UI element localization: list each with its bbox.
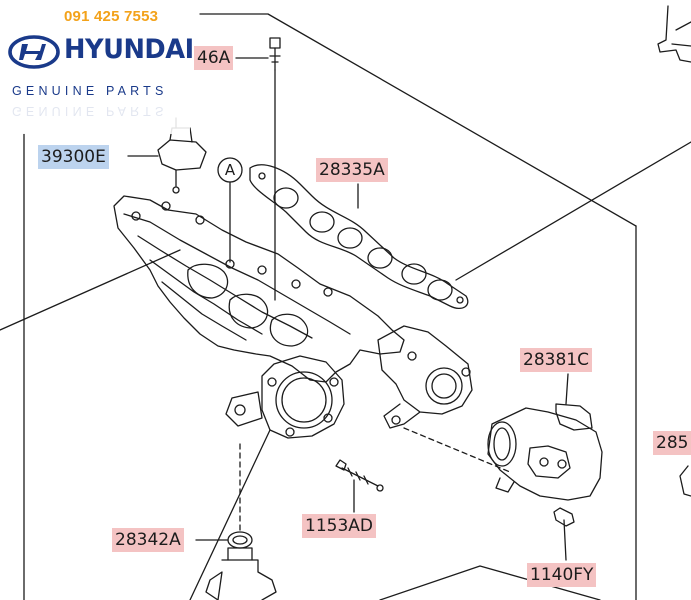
frame-line-top	[199, 13, 637, 227]
frame-line-bottom-left	[189, 429, 271, 600]
callout-a-label: A	[224, 161, 236, 179]
brand-wordmark: HYUNDAI	[64, 34, 194, 65]
egr-port	[377, 325, 473, 429]
frame-line-left	[0, 249, 181, 331]
part-label-28381c[interactable]: 28381C	[520, 348, 592, 372]
part-label-39300e[interactable]: 39300E	[38, 145, 109, 169]
bottom-fitting	[205, 547, 277, 600]
hyundai-emblem-icon	[8, 35, 60, 69]
throttle-body	[487, 403, 603, 501]
map-sensor	[157, 127, 207, 194]
stud-bolt	[269, 37, 281, 301]
bolt-1140fy	[553, 507, 575, 561]
o-ring	[227, 531, 253, 549]
genuine-parts-reflection: GENUINE PARTS	[12, 104, 168, 118]
frame-line-upper-right	[455, 141, 691, 281]
intake-manifold-body	[113, 195, 405, 383]
phone-number: 091 425 7553	[64, 8, 159, 25]
frame-line-bottom	[379, 565, 601, 600]
hyundai-logo-block: HYUNDAI GENUINE PARTS GENUINE PARTS	[8, 34, 194, 134]
right-part-fragment	[679, 465, 691, 497]
part-label-46a[interactable]: 46A	[194, 46, 234, 70]
bracket-fragment	[657, 5, 691, 63]
throttle-flange	[225, 355, 345, 439]
manifold-gasket	[249, 164, 469, 310]
genuine-parts-text: GENUINE PARTS	[12, 84, 168, 98]
bolt-1153ad	[335, 459, 384, 492]
part-label-285[interactable]: 285	[653, 431, 691, 455]
part-label-28342a[interactable]: 28342A	[112, 528, 184, 552]
part-label-1140fy[interactable]: 1140FY	[527, 563, 597, 587]
part-label-28335a[interactable]: 28335A	[316, 158, 388, 182]
part-label-1153ad[interactable]: 1153AD	[302, 514, 376, 538]
